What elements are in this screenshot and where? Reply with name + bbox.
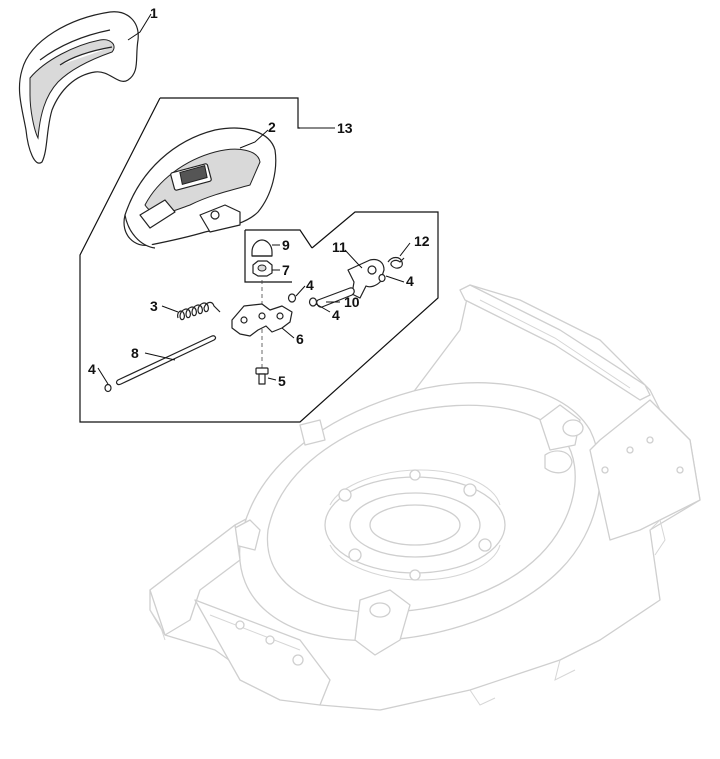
part-12-small-spring bbox=[387, 256, 405, 269]
part-9-cap bbox=[251, 239, 273, 257]
callout-9: 9 bbox=[282, 237, 290, 253]
part-4-washer-d bbox=[104, 383, 112, 393]
callout-4-b: 4 bbox=[306, 277, 314, 293]
callout-11: 11 bbox=[332, 239, 347, 255]
callout-4-c: 4 bbox=[332, 307, 340, 323]
part-8-rod bbox=[115, 335, 217, 386]
callout-8: 8 bbox=[131, 345, 139, 361]
assembly-13-frame bbox=[79, 97, 439, 423]
callout-7: 7 bbox=[282, 262, 290, 278]
part-1-top-cover bbox=[18, 11, 139, 164]
callout-12: 12 bbox=[414, 233, 430, 249]
callout-2: 2 bbox=[268, 119, 276, 135]
callout-13: 13 bbox=[337, 120, 353, 136]
callout-4-d: 4 bbox=[88, 361, 96, 377]
part-2-handle-housing bbox=[123, 127, 277, 249]
part-7-nut bbox=[252, 260, 273, 277]
leader-lines bbox=[97, 13, 411, 385]
part-4-washer-b bbox=[308, 297, 318, 307]
part-4-washer-a bbox=[287, 293, 297, 303]
callout-10: 10 bbox=[344, 294, 360, 310]
callout-5: 5 bbox=[278, 373, 286, 389]
callout-6: 6 bbox=[296, 331, 304, 347]
mower-deck-outline bbox=[149, 284, 701, 711]
callout-1: 1 bbox=[150, 5, 158, 21]
part-4-washer-c bbox=[378, 273, 386, 283]
callout-4-a: 4 bbox=[406, 273, 414, 289]
callout-labels: 1 2 13 9 7 11 12 4 4 10 4 3 6 8 4 5 bbox=[88, 5, 430, 389]
part-11-latch-plate bbox=[347, 258, 385, 299]
callout-3: 3 bbox=[150, 298, 158, 314]
part-5-screw bbox=[255, 367, 269, 385]
part-3-spring bbox=[177, 301, 221, 321]
